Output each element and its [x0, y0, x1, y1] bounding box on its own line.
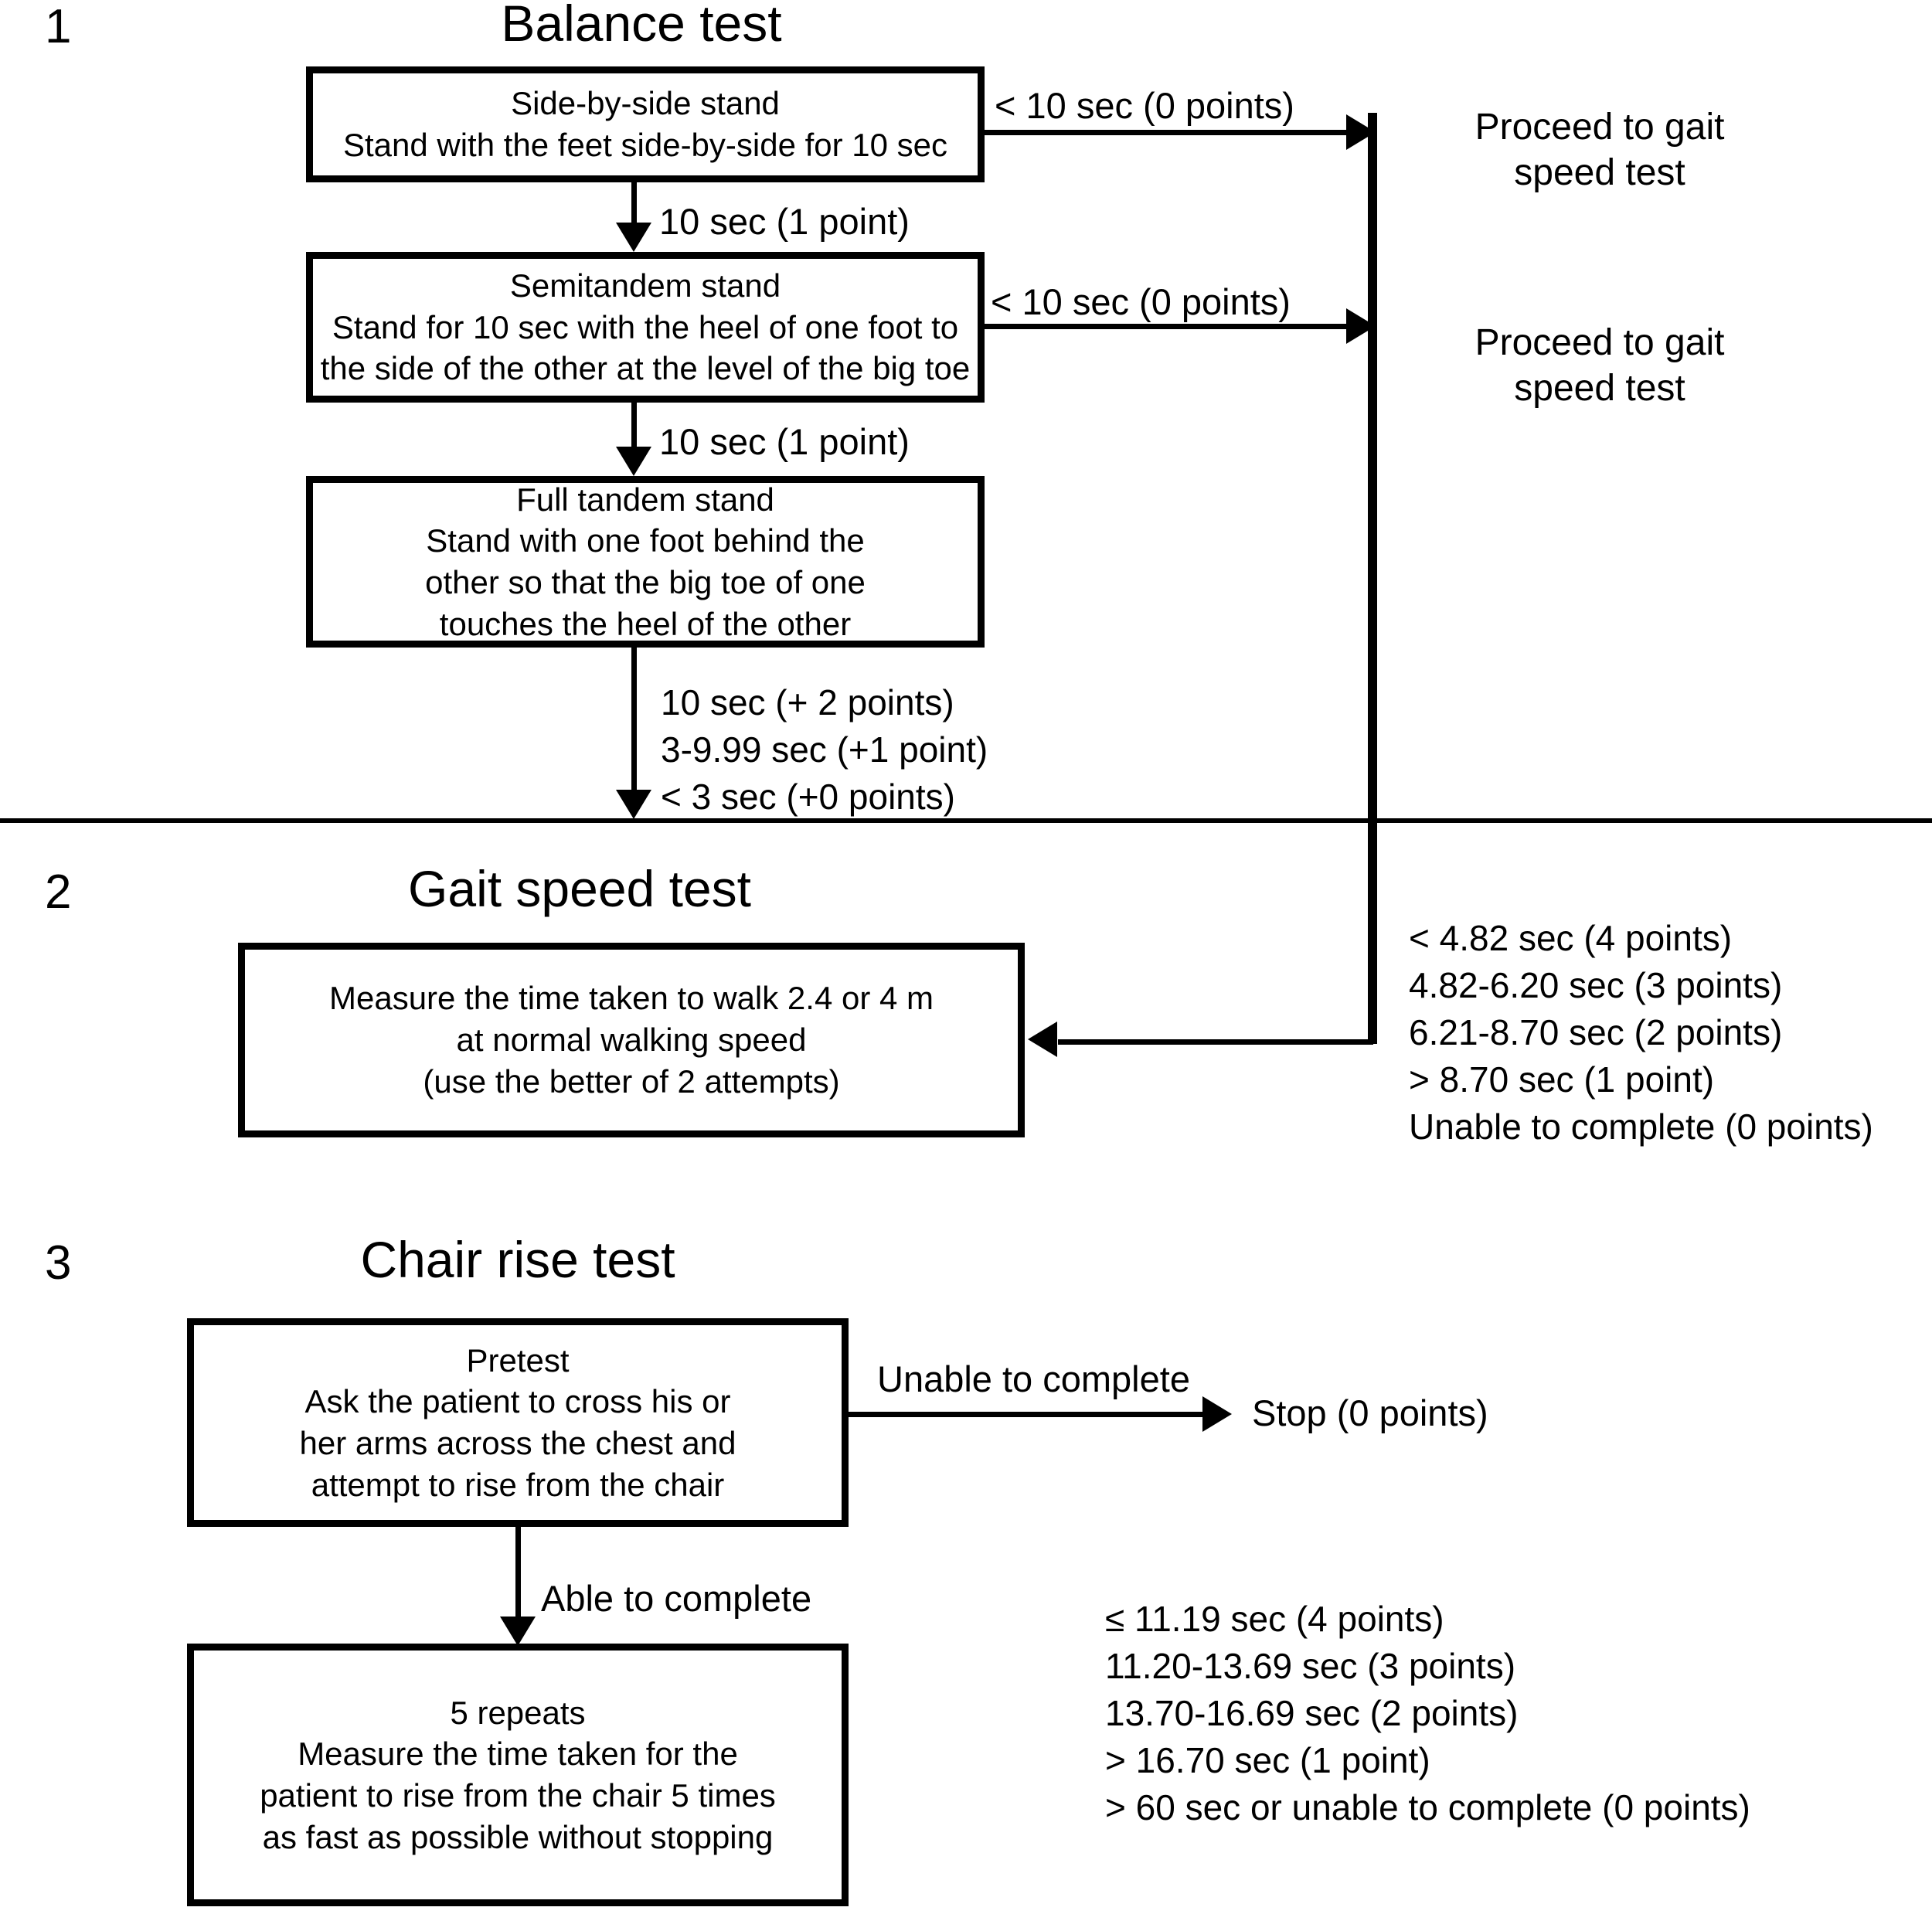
- box-line: her arms across the chest and: [299, 1425, 736, 1461]
- box-line: Stand with one foot behind the: [426, 522, 865, 559]
- section-title-chair-rise-test: Chair rise test: [360, 1231, 675, 1288]
- connector-pretest-fail: [847, 1412, 1226, 1417]
- arrowhead-down-fulltandem-exit: [616, 790, 651, 819]
- section-divider: [0, 818, 1932, 823]
- box-line: at normal walking speed: [456, 1022, 807, 1059]
- section-title-balance-test: Balance test: [501, 0, 782, 52]
- score-gait-1: 4.82-6.20 sec (3 points): [1409, 965, 1783, 1005]
- box-line: attempt to rise from the chair: [311, 1466, 725, 1503]
- box-line: (use the better of 2 attempts): [423, 1062, 840, 1100]
- box-line: the side of the other at the level of th…: [320, 350, 971, 387]
- arrowhead-down-five-repeats: [500, 1617, 536, 1646]
- box-line: 5 repeats: [450, 1694, 586, 1731]
- label-able-to-complete: Able to complete: [541, 1578, 812, 1619]
- box-line: other so that the big toe of one: [425, 564, 866, 600]
- score-gait-0: < 4.82 sec (4 points): [1409, 918, 1733, 958]
- box-line: as fast as possible without stopping: [262, 1818, 774, 1855]
- rail-to-gait-speed: [1368, 113, 1377, 1044]
- box-full-tandem-stand: Full tandem stand Stand with one foot be…: [306, 476, 985, 648]
- box-line: Semitandem stand: [509, 267, 781, 304]
- box-line: Measure the time taken for the: [298, 1736, 738, 1773]
- section-number-1: 1: [45, 0, 72, 53]
- box-semitandem-stand: Semitandem stand Stand for 10 sec with t…: [306, 252, 985, 403]
- side-label-proceed-1-line1: Proceed to gait: [1475, 107, 1725, 148]
- label-stop-0-points: Stop (0 points): [1252, 1392, 1488, 1433]
- side-label-proceed-1-line2: speed test: [1514, 152, 1685, 193]
- box-chair-rise-five-repeats: 5 repeats Measure the time taken for the…: [187, 1644, 849, 1906]
- box-line: Stand with the feet side-by-side for 10 …: [342, 127, 948, 163]
- score-chair-1: 11.20-13.69 sec (3 points): [1105, 1646, 1516, 1686]
- box-line: Full tandem stand: [516, 481, 774, 518]
- arrowhead-down-semitandem: [616, 223, 651, 252]
- box-line: Side-by-side stand: [511, 85, 780, 122]
- box-line: Ask the patient to cross his or: [304, 1383, 731, 1420]
- side-label-proceed-2-line2: speed test: [1514, 368, 1685, 409]
- section-title-gait-speed-test: Gait speed test: [408, 860, 751, 917]
- label-10sec-1point-first: 10 sec (1 point): [659, 201, 910, 242]
- score-gait-4: Unable to complete (0 points): [1409, 1107, 1873, 1147]
- section-number-3: 3: [45, 1236, 72, 1290]
- box-line: Pretest: [466, 1341, 570, 1379]
- box-line: patient to rise from the chair 5 times: [260, 1777, 776, 1814]
- score-chair-3: > 16.70 sec (1 point): [1105, 1740, 1430, 1780]
- connector-pretest-pass: [515, 1527, 521, 1635]
- rail-to-gait-horizontal: [1058, 1039, 1373, 1045]
- label-unable-to-complete: Unable to complete: [877, 1358, 1190, 1399]
- connector-side-fail: [983, 130, 1369, 135]
- box-line: Stand for 10 sec with the heel of one fo…: [332, 308, 959, 345]
- connector-semitandem-to-fulltandem: [631, 403, 637, 453]
- score-chair-4: > 60 sec or unable to complete (0 points…: [1105, 1787, 1750, 1827]
- connector-side-to-semitandem: [631, 182, 637, 230]
- label-under-10sec-0points-first: < 10 sec (0 points): [995, 85, 1294, 126]
- box-line: touches the heel of the other: [439, 605, 852, 642]
- arrowhead-left-into-gait-box: [1028, 1022, 1057, 1057]
- score-fulltandem-1: 3-9.99 sec (+1 point): [661, 729, 988, 770]
- connector-fulltandem-down: [631, 648, 637, 794]
- label-under-10sec-0points-second: < 10 sec (0 points): [991, 281, 1291, 322]
- connector-semitandem-fail: [983, 324, 1369, 329]
- score-gait-3: > 8.70 sec (1 point): [1409, 1059, 1715, 1100]
- section-number-2: 2: [45, 865, 72, 919]
- box-gait-speed-measure: Measure the time taken to walk 2.4 or 4 …: [238, 943, 1025, 1137]
- arrowhead-right-stop: [1202, 1396, 1232, 1432]
- score-chair-0: ≤ 11.19 sec (4 points): [1105, 1599, 1444, 1639]
- side-label-proceed-2-line1: Proceed to gait: [1475, 322, 1725, 363]
- box-line: Measure the time taken to walk 2.4 or 4 …: [328, 980, 934, 1017]
- score-gait-2: 6.21-8.70 sec (2 points): [1409, 1012, 1783, 1052]
- score-chair-2: 13.70-16.69 sec (2 points): [1105, 1693, 1519, 1733]
- box-side-by-side-stand: Side-by-side stand Stand with the feet s…: [306, 66, 985, 182]
- score-fulltandem-2: < 3 sec (+0 points): [661, 777, 955, 817]
- score-fulltandem-0: 10 sec (+ 2 points): [661, 682, 954, 722]
- box-chair-rise-pretest: Pretest Ask the patient to cross his or …: [187, 1318, 849, 1527]
- arrowhead-down-fulltandem: [616, 447, 651, 476]
- label-10sec-1point-second: 10 sec (1 point): [659, 421, 910, 462]
